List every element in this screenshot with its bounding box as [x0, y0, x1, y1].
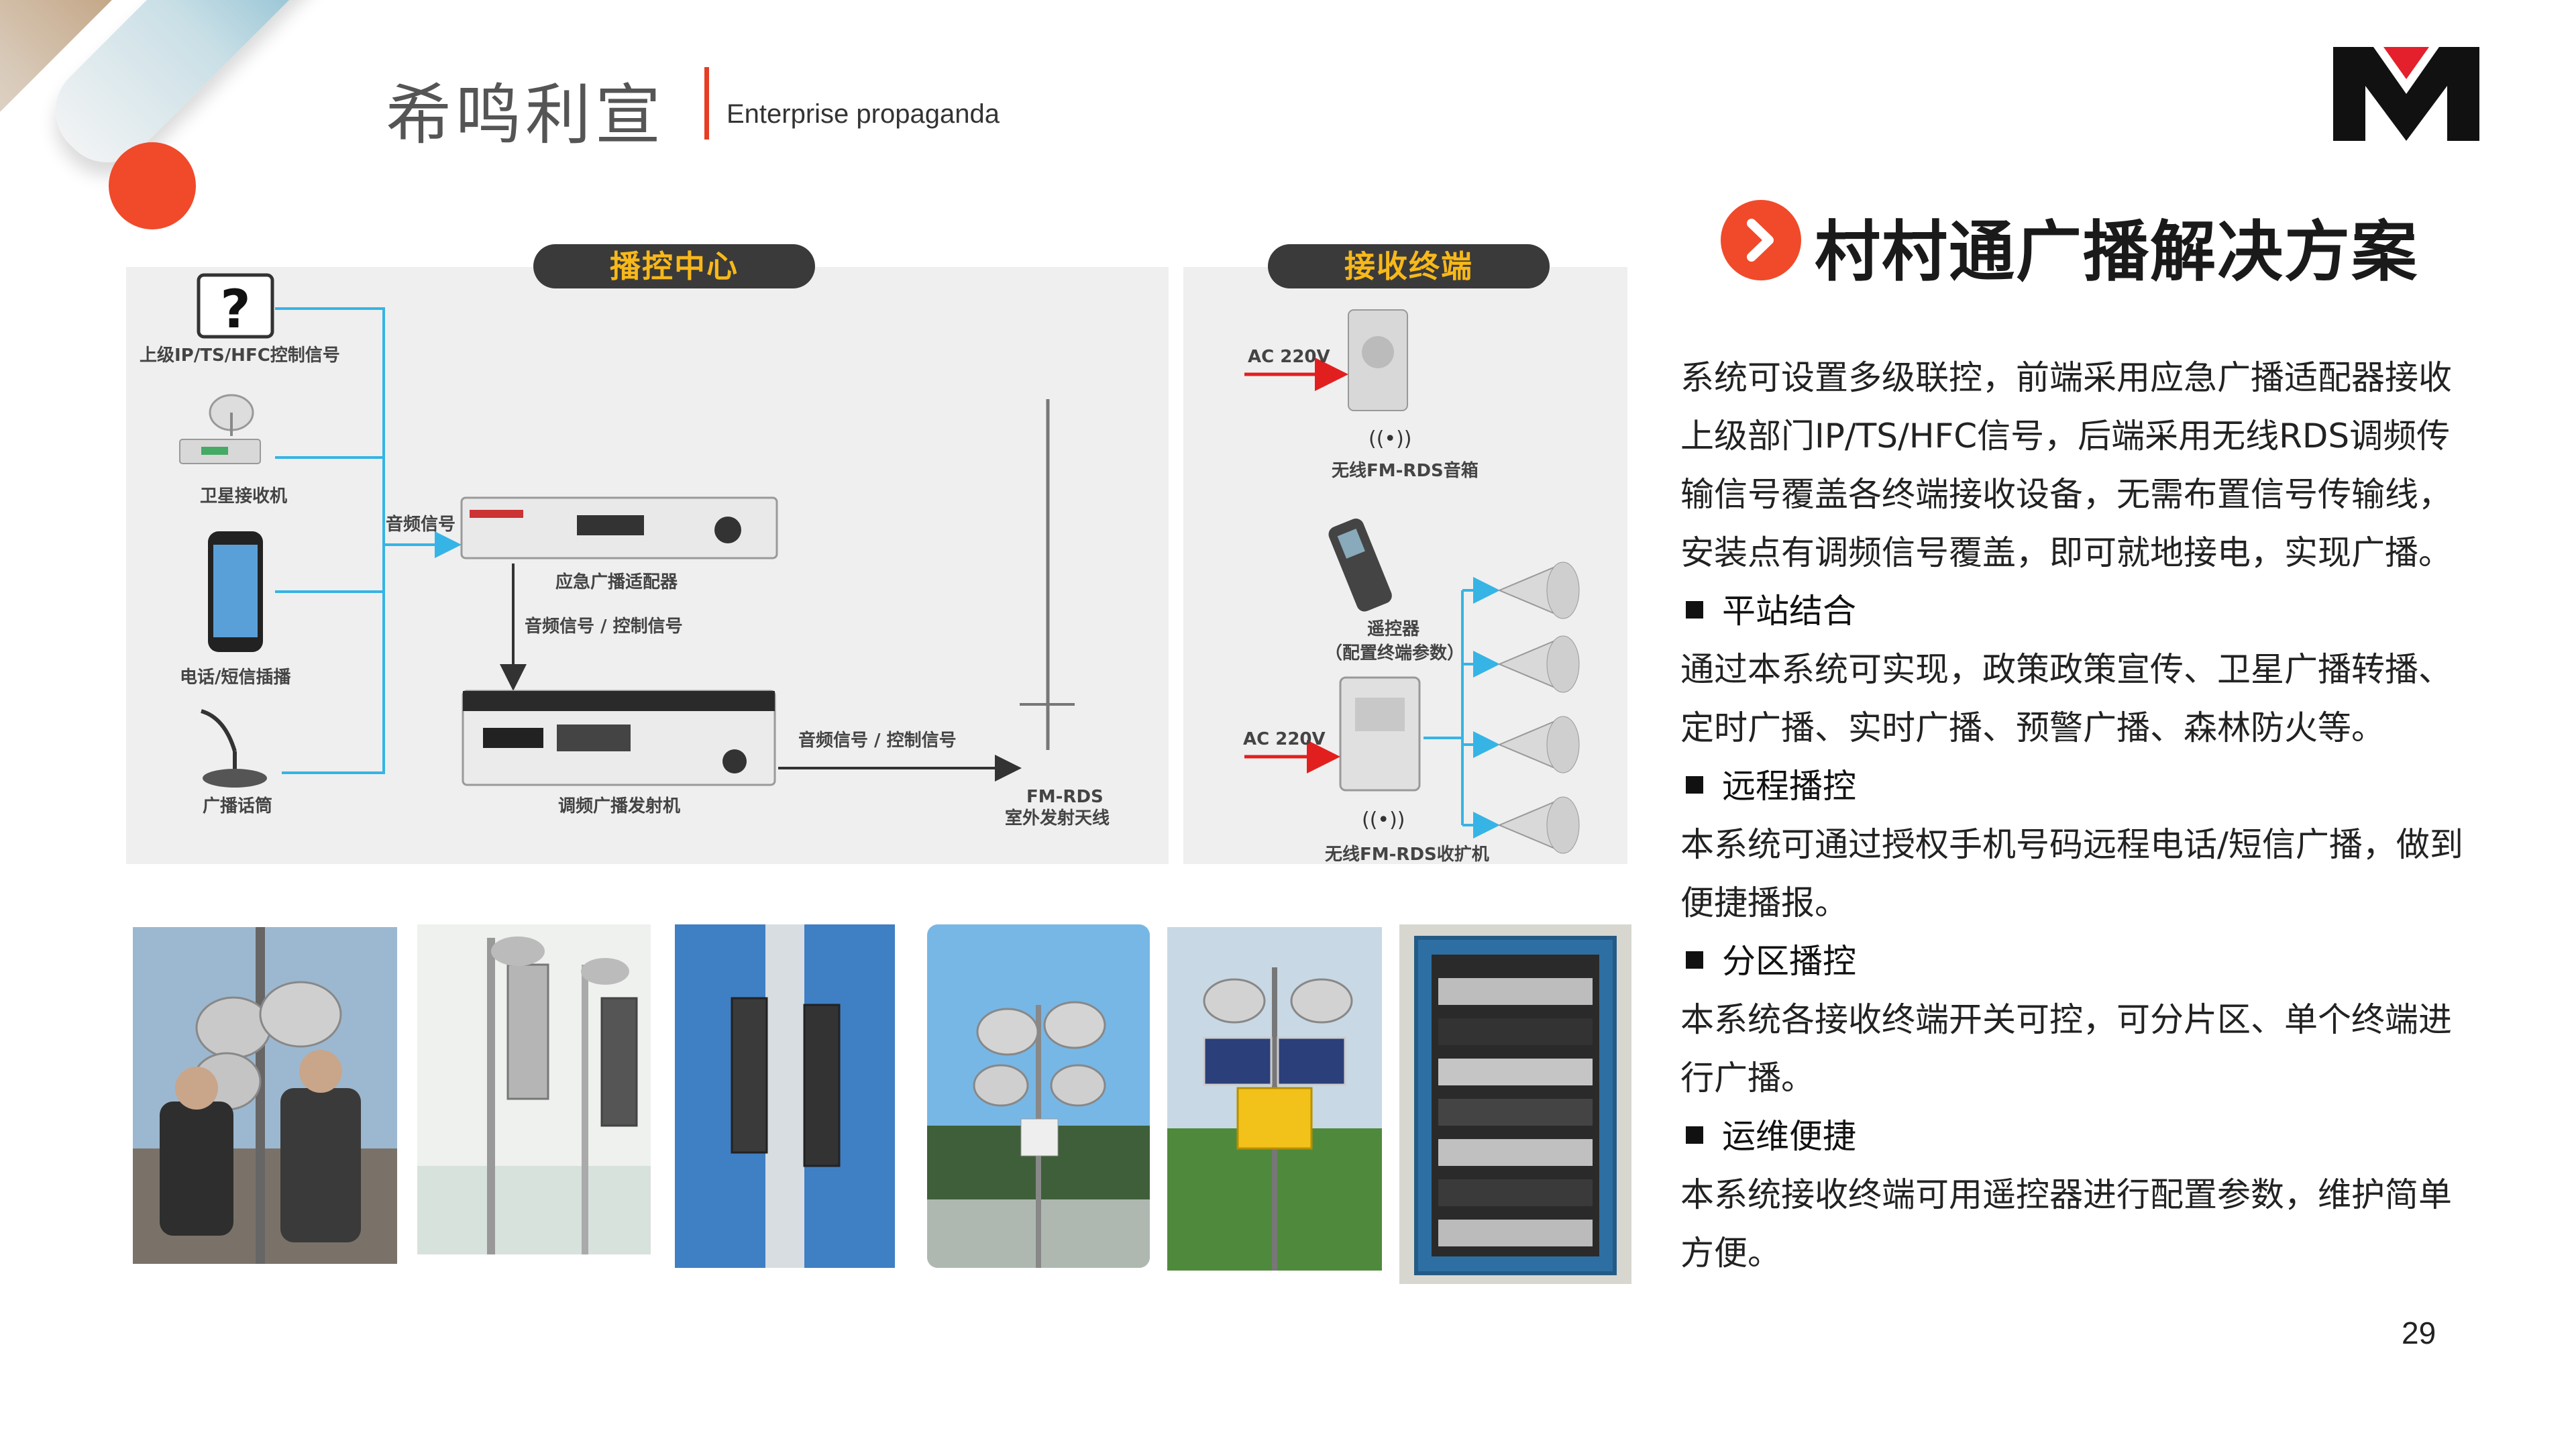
section-line: 方便。 [1680, 1234, 1781, 1273]
microphone-icon [201, 709, 267, 788]
square-bullet-icon [1686, 776, 1703, 794]
intro-line: 安装点有调频信号覆盖，即可就地接电，实现广播。 [1680, 533, 2452, 572]
section-line: 定时广播、实时广播、预警广播、森林防火等。 [1680, 708, 2385, 747]
svg-text:((•)): ((•)) [1368, 427, 1412, 451]
emergency-adapter-icon [460, 496, 778, 559]
section-heading-text: 平站结合 [1722, 592, 1856, 631]
section-heading: 平站结合 [1680, 582, 2472, 641]
photo-equipment-rack [1399, 924, 1631, 1284]
section-heading: 分区播控 [1680, 932, 2472, 991]
label-amplifier: 无线FM-RDS收扩机 [1325, 845, 1489, 865]
brand-logo-icon [2333, 47, 2479, 141]
label-audio-signal: 音频信号 [386, 514, 455, 535]
svg-text:((•)): ((•)) [1362, 808, 1405, 832]
section-line: 通过本系统可实现，政策政策宣传、卫星广播转播、 [1680, 650, 2452, 689]
label-ac-1: AC 220V [1248, 347, 1330, 367]
satellite-receiver-icon [179, 394, 261, 464]
phone-icon [208, 531, 263, 652]
label-audio-control-2: 音频信号 / 控制信号 [798, 730, 957, 751]
intro-line: 上级部门IP/TS/HFC信号，后端采用无线RDS调频传 [1680, 417, 2451, 455]
section-heading-text: 远程播控 [1722, 767, 1856, 806]
intro-line: 系统可设置多级联控，前端采用应急广播适配器接收 [1680, 358, 2452, 397]
decor-circle [109, 142, 196, 229]
square-bullet-icon [1686, 1126, 1703, 1144]
photo-horn-speakers-lake [927, 924, 1150, 1268]
page-title: 希鸣利宣 [386, 77, 665, 154]
photo-pole-speakers [675, 924, 895, 1268]
fm-amplifier-icon: ((•)) [1339, 676, 1421, 832]
label-mic: 广播话筒 [203, 796, 272, 816]
label-remote-1: 遥控器 [1367, 619, 1420, 639]
label-audio-control-1: 音频信号 / 控制信号 [525, 616, 683, 637]
section-line: 便捷播报。 [1680, 883, 1848, 922]
svg-text:?: ? [220, 280, 250, 340]
antenna-icon [1020, 399, 1075, 750]
square-bullet-icon [1686, 601, 1703, 619]
photo-column-speakers [417, 924, 651, 1254]
section-heading: 远程播控 [1680, 757, 2472, 816]
square-bullet-icon [1686, 951, 1703, 969]
label-ac-2: AC 220V [1243, 729, 1326, 749]
label-antenna-2: 室外发射天线 [1005, 808, 1110, 828]
page-subtitle: Enterprise propaganda [727, 99, 1000, 129]
section-label-receivers: 接收终端 [1268, 244, 1550, 288]
photo-solar-speaker [1167, 927, 1382, 1271]
remote-control-icon [1328, 519, 1392, 612]
page-number: 29 [2402, 1316, 2436, 1350]
label-upper-signal: 上级IP/TS/HFC控制信号 [140, 345, 340, 366]
section-label-control-center: 播控中心 [533, 244, 815, 288]
chevron-right-icon [1721, 200, 1801, 280]
label-antenna-1: FM-RDS [1026, 787, 1104, 807]
section-line: 行广播。 [1680, 1059, 1815, 1097]
label-adapter: 应急广播适配器 [555, 572, 678, 592]
section-line: 本系统接收终端可用遥控器进行配置参数，维护简单 [1680, 1175, 2452, 1214]
solution-title: 村村通广播解决方案 [1815, 214, 2419, 290]
section-heading-text: 分区播控 [1722, 942, 1856, 981]
solution-body: 系统可设置多级联控，前端采用应急广播适配器接收 上级部门IP/TS/HFC信号，… [1680, 349, 2472, 1283]
fm-transmitter-icon [462, 690, 776, 786]
title-divider [704, 67, 709, 140]
section-line: 本系统各接收终端开关可控，可分片区、单个终端进 [1680, 1000, 2452, 1039]
photo-installation-workers [133, 927, 397, 1264]
question-icon: ? [197, 273, 274, 340]
label-satellite: 卫星接收机 [200, 486, 287, 506]
intro-line: 输信号覆盖各终端接收设备，无需布置信号传输线， [1680, 475, 2452, 514]
label-speaker: 无线FM-RDS音箱 [1332, 460, 1479, 481]
section-line: 本系统可通过授权手机号码远程电话/短信广播，做到 [1680, 825, 2463, 864]
label-phone: 电话/短信插播 [180, 667, 291, 688]
label-remote-2: （配置终端参数） [1325, 643, 1464, 663]
label-transmitter: 调频广播发射机 [558, 796, 680, 816]
section-heading-text: 运维便捷 [1722, 1117, 1856, 1156]
horn-speaker-icon [1497, 561, 1580, 854]
section-heading: 运维便捷 [1680, 1108, 2472, 1166]
fm-speaker-icon: ((•)) [1348, 309, 1412, 451]
